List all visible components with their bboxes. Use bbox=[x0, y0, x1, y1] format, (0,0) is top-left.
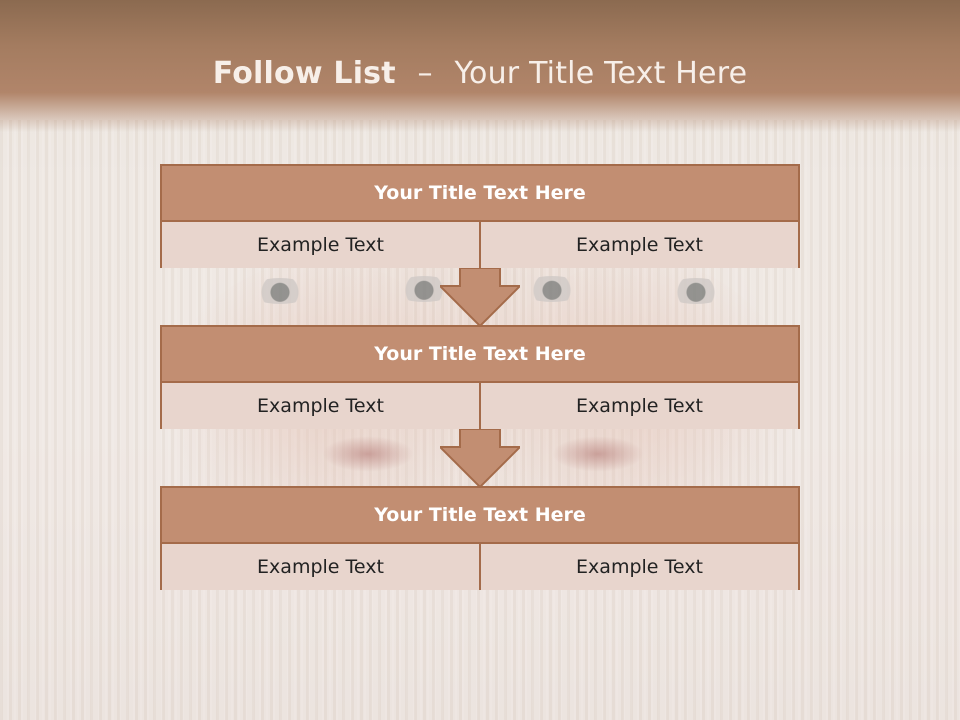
block-title-bar: Your Title Text Here bbox=[162, 488, 798, 544]
follow-block-2: Your Title Text Here Example Text Exampl… bbox=[160, 325, 800, 429]
block-row: Example Text Example Text bbox=[162, 544, 798, 590]
block-title: Your Title Text Here bbox=[374, 182, 586, 204]
block-cell-right: Example Text bbox=[479, 544, 798, 590]
title-band bbox=[0, 0, 960, 132]
title-separator: – bbox=[417, 56, 433, 91]
block-title-bar: Your Title Text Here bbox=[162, 166, 798, 222]
block-cell-left: Example Text bbox=[162, 383, 479, 429]
follow-block-1: Your Title Text Here Example Text Exampl… bbox=[160, 164, 800, 268]
block-cell-left: Example Text bbox=[162, 222, 479, 268]
block-cell-left: Example Text bbox=[162, 544, 479, 590]
slide-title: Follow List – Your Title Text Here bbox=[0, 56, 960, 91]
title-rest: Your Title Text Here bbox=[454, 56, 748, 91]
block-cell-right: Example Text bbox=[479, 383, 798, 429]
block-row: Example Text Example Text bbox=[162, 222, 798, 268]
block-cell-right: Example Text bbox=[479, 222, 798, 268]
block-row: Example Text Example Text bbox=[162, 383, 798, 429]
block-title: Your Title Text Here bbox=[374, 504, 586, 526]
block-title-bar: Your Title Text Here bbox=[162, 327, 798, 383]
title-bold: Follow List bbox=[212, 56, 396, 91]
follow-block-3: Your Title Text Here Example Text Exampl… bbox=[160, 486, 800, 590]
down-arrow-connector-icon bbox=[440, 429, 520, 489]
block-title: Your Title Text Here bbox=[374, 343, 586, 365]
down-arrow-connector-icon bbox=[440, 268, 520, 328]
